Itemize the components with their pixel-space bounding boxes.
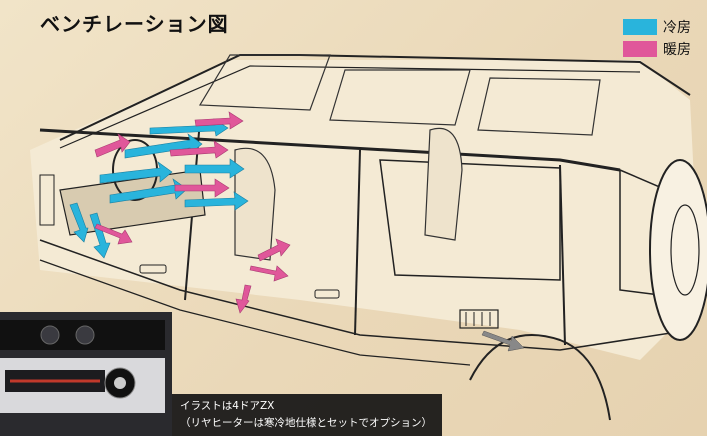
wheel-arch — [469, 334, 611, 421]
vehicle-body-fill — [30, 60, 700, 360]
d-pillar — [559, 164, 566, 346]
legend-label-cool: 冷房 — [663, 20, 691, 36]
roof-rail — [39, 128, 621, 172]
caption: イラストは4ドアZX （リヤヒーターは寒冷地仕様とセットでオプション） — [180, 398, 432, 432]
front-door-handle — [139, 264, 167, 274]
c-pillar — [354, 149, 361, 336]
legend: 冷房 暖房 — [623, 16, 691, 60]
legend-item-cool: 冷房 — [623, 16, 691, 38]
legend-label-warm: 暖房 — [663, 42, 691, 58]
warm-air-arrows — [94, 111, 291, 314]
caption-backdrop — [172, 394, 442, 436]
sunroof-rear — [477, 77, 601, 136]
roof-inner-line — [59, 65, 641, 149]
cool-swatch — [623, 19, 657, 35]
caption-line-2: （リヤヒーターは寒冷地仕様とセットでオプション） — [180, 417, 432, 429]
lower-body-line — [39, 259, 471, 366]
warm-swatch — [623, 41, 657, 57]
caption-line-1: イラストは4ドアZX — [180, 400, 275, 412]
diagram-title: ベンチレーション図 — [40, 12, 229, 36]
rear-side-window — [379, 159, 561, 281]
rear-vent — [459, 309, 499, 329]
front-seat — [234, 147, 276, 261]
control-panel-photo — [0, 312, 172, 436]
spare-tire — [649, 159, 707, 341]
sunroof-front — [198, 54, 331, 111]
legend-item-warm: 暖房 — [623, 38, 691, 60]
exhaust-air-arrow — [481, 330, 525, 352]
side-sill — [39, 239, 691, 351]
rear-seat — [424, 127, 463, 241]
sunroof-middle — [329, 69, 471, 126]
side-mirror — [39, 174, 55, 226]
rear-door-handle — [314, 289, 340, 299]
